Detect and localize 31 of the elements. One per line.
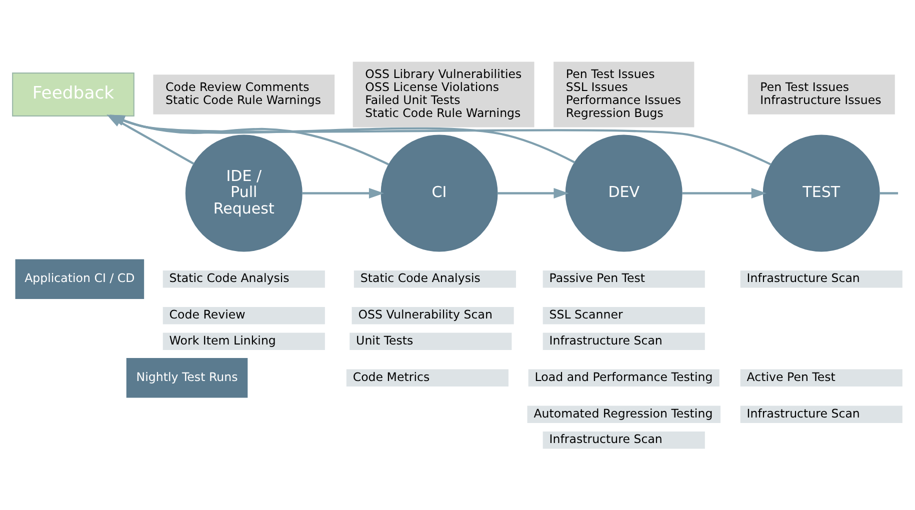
label: Load and Performance Testing bbox=[534, 369, 713, 384]
arrow bbox=[497, 187, 569, 198]
node-box: Code Review Comments Static Code Rule Warnings bbox=[153, 74, 335, 114]
label: Static Code Analysis bbox=[169, 270, 290, 285]
node-circle: DEV bbox=[565, 134, 682, 252]
label: Infrastructure Scan bbox=[549, 432, 662, 446]
node-box: Nightly Test Runs bbox=[126, 358, 248, 398]
label: Code Metrics bbox=[352, 369, 430, 384]
label: Automated Regression Testing bbox=[534, 406, 713, 420]
label: Passive Pen Test bbox=[549, 270, 646, 285]
node-box: Feedback bbox=[12, 72, 134, 116]
label: Work Item Linking bbox=[169, 332, 276, 347]
label: Code Review bbox=[169, 307, 246, 322]
node-circle: TEST bbox=[762, 134, 880, 252]
label: SSL Scanner bbox=[549, 307, 623, 322]
label: Infrastructure Scan bbox=[746, 406, 860, 420]
label: OSS Vulnerability Scan bbox=[358, 307, 492, 322]
node-box: Application CI / CD bbox=[15, 258, 144, 298]
arrow bbox=[682, 187, 766, 198]
node-circle: CI bbox=[380, 134, 498, 252]
label: Unit Tests bbox=[356, 332, 414, 347]
label: Infrastructure Scan bbox=[549, 332, 662, 347]
label: Infrastructure Scan bbox=[746, 270, 860, 285]
node-box: Pen Test Issues SSL Issues Performance Issues Regression Bugs bbox=[554, 61, 694, 127]
arrow bbox=[302, 187, 384, 198]
node-box: OSS Library Vulnerabilities OSS License Violations Failed Unit Tests Static Code Rule Warnings bbox=[352, 61, 534, 127]
label: Static Code Analysis bbox=[360, 270, 480, 285]
connector bbox=[879, 192, 898, 194]
node-box: Pen Test Issues Infrastructure Issues bbox=[748, 74, 895, 114]
label: Active Pen Test bbox=[746, 369, 836, 384]
node-circle: IDE / Pull Request bbox=[185, 134, 302, 252]
